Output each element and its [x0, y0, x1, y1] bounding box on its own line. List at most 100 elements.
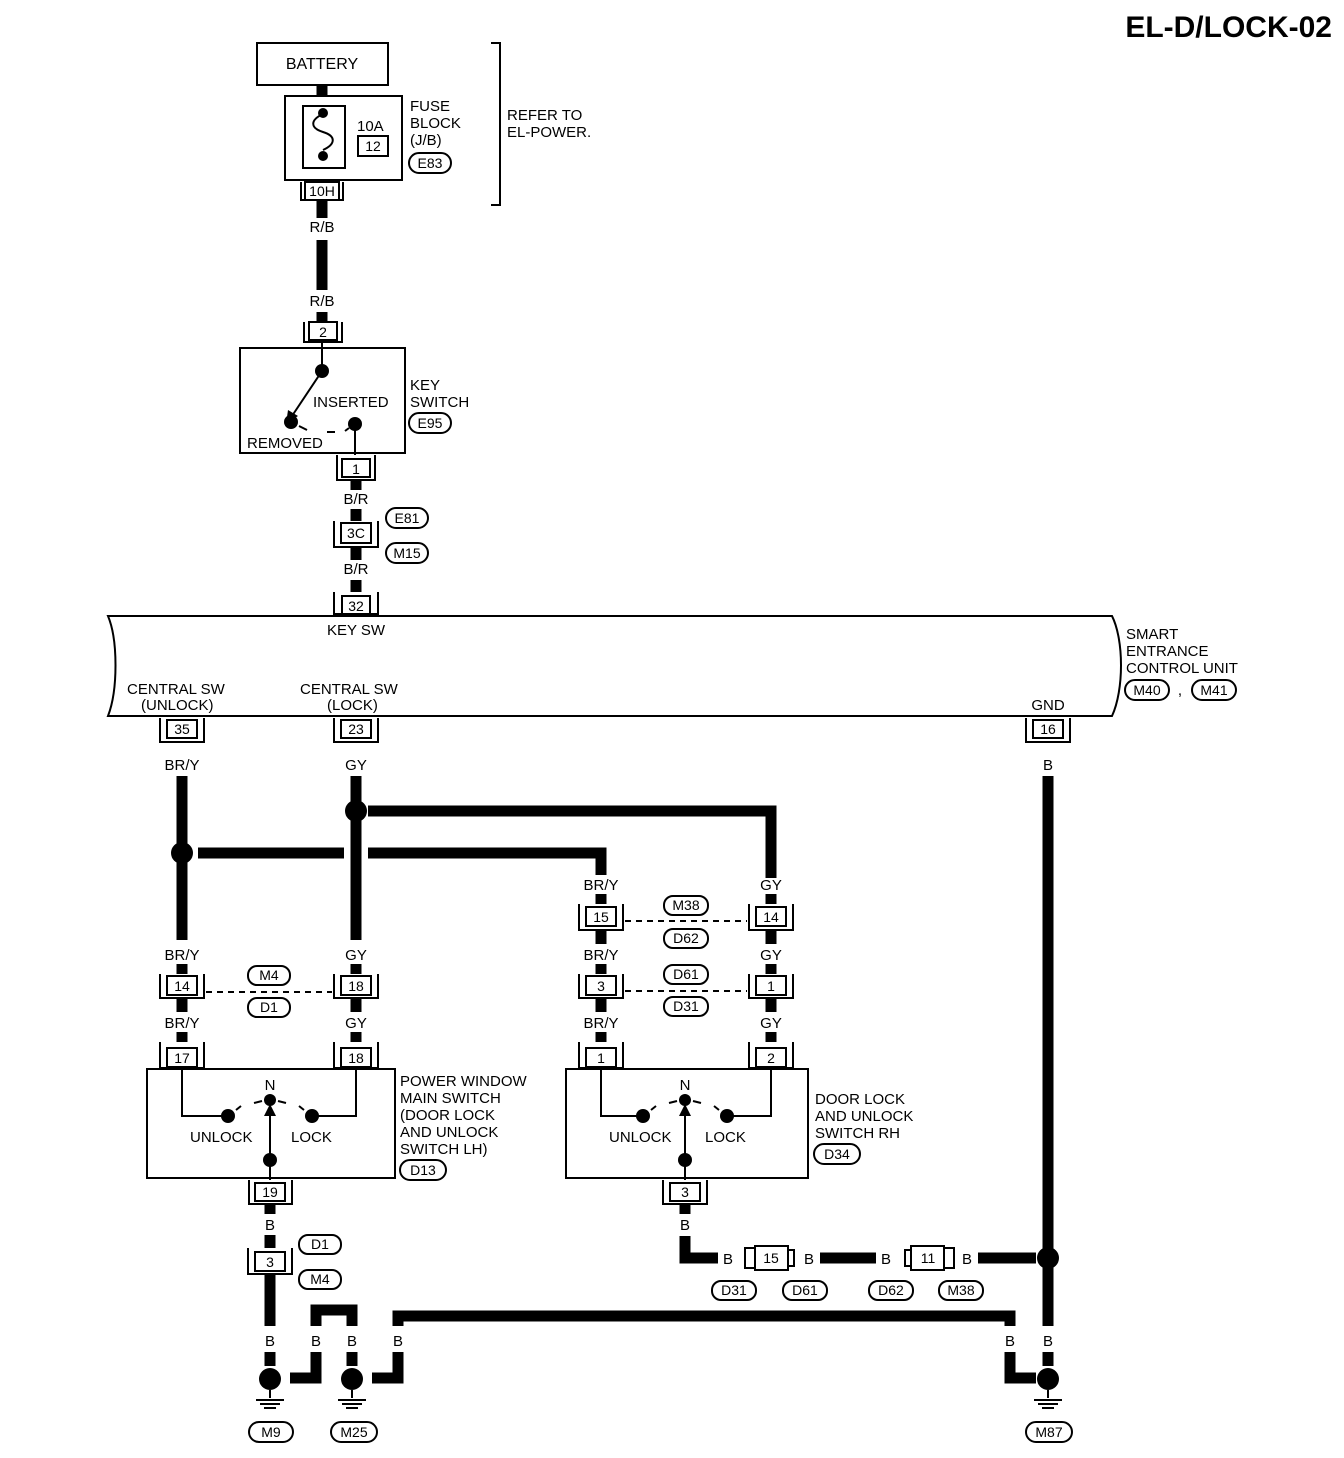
- key-switch: 2 INSERTED REMOVED KEY SWITCH E95 1: [239, 321, 469, 481]
- svg-text:BATTERY: BATTERY: [286, 56, 359, 73]
- connector-ref-d31: [663, 996, 709, 1017]
- svg-text:M25: M25: [340, 1424, 367, 1440]
- connector-ref-d1: [247, 997, 291, 1018]
- connector-ref-e81: [385, 507, 429, 529]
- svg-text:D61: D61: [792, 1282, 818, 1298]
- ground-m87: M87: [1025, 1368, 1073, 1443]
- svg-text:GY: GY: [760, 1015, 782, 1032]
- svg-text:1: 1: [352, 461, 360, 477]
- lh-ground-joint: 3 D1 M4: [247, 1234, 342, 1290]
- svg-text:FUSE: FUSE: [410, 98, 450, 115]
- connector-ref-d62: [868, 1280, 914, 1301]
- connector-ref-e95: [408, 412, 452, 434]
- svg-text:B: B: [1043, 757, 1053, 774]
- svg-text:2: 2: [319, 324, 327, 340]
- svg-text:AND UNLOCK: AND UNLOCK: [815, 1108, 913, 1125]
- connector-ref-d61: [782, 1280, 828, 1301]
- svg-text:SWITCH RH: SWITCH RH: [815, 1125, 900, 1142]
- svg-text:UNLOCK: UNLOCK: [190, 1129, 253, 1146]
- power-window-main-switch: 17 18 N UNLOCK LOCK POWER WINDOW MAIN SW…: [146, 1042, 527, 1205]
- svg-text:B: B: [347, 1333, 357, 1350]
- svg-text:D34: D34: [824, 1146, 850, 1162]
- svg-text:R/B: R/B: [309, 219, 334, 236]
- svg-text:32: 32: [348, 598, 364, 614]
- svg-text:LOCK: LOCK: [291, 1129, 332, 1146]
- fuse-block: 10A 12 FUSE BLOCK (J/B) E83 10H: [284, 95, 461, 201]
- svg-text:LOCK: LOCK: [705, 1129, 746, 1146]
- svg-text:GY: GY: [345, 757, 367, 774]
- svg-text:B/R: B/R: [343, 561, 368, 578]
- svg-text:B: B: [804, 1251, 814, 1268]
- splice-bry: [171, 842, 193, 864]
- svg-text:B: B: [723, 1251, 733, 1268]
- svg-text:BR/Y: BR/Y: [164, 1015, 199, 1032]
- svg-text:GND: GND: [1031, 697, 1065, 714]
- svg-text:15: 15: [763, 1250, 779, 1266]
- svg-text:D13: D13: [410, 1162, 436, 1178]
- joint-connector-3c: 3C E81 M15: [333, 507, 429, 564]
- connector-ref-e83: [408, 152, 452, 174]
- connector-ref-d1: [298, 1234, 342, 1255]
- svg-text:12: 12: [365, 138, 381, 154]
- connector-ref-d34: [813, 1143, 861, 1165]
- svg-text:19: 19: [262, 1184, 278, 1200]
- svg-text:GY: GY: [345, 947, 367, 964]
- connector-ref-d62: [663, 928, 709, 949]
- svg-text:10H: 10H: [309, 183, 335, 199]
- svg-text:(LOCK): (LOCK): [327, 697, 378, 714]
- switch-arm: [291, 373, 321, 417]
- svg-text:18: 18: [348, 1050, 364, 1066]
- svg-text:15: 15: [593, 909, 609, 925]
- connector-ref-d31: [711, 1280, 757, 1301]
- svg-text:BR/Y: BR/Y: [583, 1015, 618, 1032]
- connector-ref-m41: [1191, 679, 1237, 701]
- svg-text:2: 2: [767, 1050, 775, 1066]
- svg-text:BLOCK: BLOCK: [410, 115, 461, 132]
- svg-text:KEY: KEY: [410, 377, 440, 394]
- svg-text:M41: M41: [1200, 682, 1227, 698]
- connector-ref-m40: [1124, 679, 1170, 701]
- svg-text:3: 3: [266, 1254, 274, 1270]
- connector-ref-d61: [663, 964, 709, 985]
- svg-text:BR/Y: BR/Y: [164, 947, 199, 964]
- svg-text:35: 35: [174, 721, 190, 737]
- svg-text:REMOVED: REMOVED: [247, 435, 323, 452]
- svg-text:M4: M4: [310, 1271, 330, 1287]
- svg-text:D31: D31: [721, 1282, 747, 1298]
- svg-text:GY: GY: [760, 877, 782, 894]
- ground-m9: M9: [248, 1368, 294, 1443]
- svg-text:18: 18: [348, 978, 364, 994]
- rh-joint-connector-1: 15 14 M38 D62: [578, 895, 794, 949]
- svg-text:EL-POWER.: EL-POWER.: [507, 124, 591, 141]
- svg-text:M40: M40: [1133, 682, 1160, 698]
- svg-text:1: 1: [767, 978, 775, 994]
- svg-text:3: 3: [597, 978, 605, 994]
- svg-text:E83: E83: [418, 155, 443, 171]
- connector-ref-m4: [247, 965, 291, 986]
- svg-text:(J/B): (J/B): [410, 132, 442, 149]
- svg-text:B: B: [265, 1217, 275, 1234]
- svg-text:R/B: R/B: [309, 293, 334, 310]
- svg-text:M4: M4: [259, 967, 279, 983]
- splice-gy: [345, 800, 367, 822]
- svg-text:BR/Y: BR/Y: [583, 947, 618, 964]
- page-code: EL-D/LOCK-02: [1125, 11, 1332, 44]
- svg-text:AND UNLOCK: AND UNLOCK: [400, 1124, 498, 1141]
- svg-text:KEY SW: KEY SW: [327, 622, 386, 639]
- svg-text:GY: GY: [345, 1015, 367, 1032]
- svg-text:B: B: [265, 1333, 275, 1350]
- lh-joint-connector: 14 18 M4 D1: [159, 965, 379, 1018]
- svg-text:CONTROL UNIT: CONTROL UNIT: [1126, 660, 1238, 677]
- svg-text:REFER TO: REFER TO: [507, 107, 582, 124]
- svg-text:D31: D31: [673, 998, 699, 1014]
- svg-text:B/R: B/R: [343, 491, 368, 508]
- ground-m25: M25: [330, 1368, 378, 1443]
- svg-text:,: ,: [1178, 682, 1182, 699]
- rh-ground-connector-15: 15: [744, 1245, 795, 1271]
- smart-entrance-control-unit: 32 KEY SW CENTRAL SW (UNLOCK) CENTRAL SW…: [106, 592, 1238, 743]
- svg-text:M38: M38: [672, 897, 699, 913]
- svg-text:M9: M9: [261, 1424, 281, 1440]
- svg-text:(DOOR LOCK: (DOOR LOCK: [400, 1107, 495, 1124]
- svg-text:E81: E81: [395, 510, 420, 526]
